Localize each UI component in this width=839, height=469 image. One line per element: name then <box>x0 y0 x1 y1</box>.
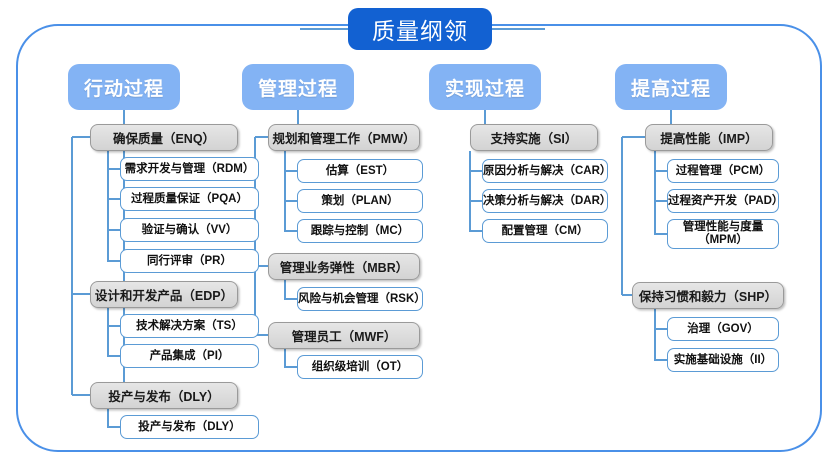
page-title: 质量纲领 <box>348 8 492 50</box>
leaf-ts[interactable]: 技术解决方案（TS） <box>120 314 259 338</box>
leaf-plan[interactable]: 策划（PLAN） <box>297 189 423 213</box>
group-edp[interactable]: 设计和开发产品（EDP） <box>90 281 238 308</box>
leaf-car[interactable]: 原因分析与解决（CAR） <box>482 159 611 183</box>
leaf-dly[interactable]: 投产与发布（DLY） <box>120 415 259 439</box>
leaf-pad[interactable]: 过程资产开发（PAD） <box>667 189 783 213</box>
column-header-action[interactable]: 行动过程 <box>68 64 180 110</box>
leaf-ot[interactable]: 组织级培训（OT） <box>297 355 423 379</box>
group-enq[interactable]: 确保质量（ENQ） <box>90 124 238 151</box>
leaf-ii[interactable]: 实施基础设施（II） <box>667 348 779 372</box>
leaf-gov[interactable]: 治理（GOV） <box>667 317 779 341</box>
leaf-cm[interactable]: 配置管理（CM） <box>482 219 608 243</box>
leaf-mc[interactable]: 跟踪与控制（MC） <box>297 219 423 243</box>
group-pmw[interactable]: 规划和管理工作（PMW） <box>268 124 420 151</box>
group-si[interactable]: 支持实施（SI） <box>470 124 598 151</box>
leaf-pqa[interactable]: 过程质量保证（PQA） <box>120 187 259 211</box>
group-dly[interactable]: 投产与发布（DLY） <box>90 382 238 409</box>
leaf-est[interactable]: 估算（EST） <box>297 159 423 183</box>
group-mbr[interactable]: 管理业务弹性（MBR） <box>268 253 420 280</box>
column-header-implementation[interactable]: 实现过程 <box>429 64 541 110</box>
group-imp[interactable]: 提高性能（IMP） <box>645 124 773 151</box>
leaf-pr[interactable]: 同行评审（PR） <box>120 249 259 273</box>
leaf-pi[interactable]: 产品集成（PI） <box>120 344 259 368</box>
column-header-management[interactable]: 管理过程 <box>242 64 354 110</box>
leaf-rsk[interactable]: 风险与机会管理（RSK） <box>297 287 426 311</box>
leaf-rdm[interactable]: 需求开发与管理（RDM） <box>120 157 259 181</box>
group-shp[interactable]: 保持习惯和毅力（SHP） <box>632 282 784 309</box>
leaf-vv[interactable]: 验证与确认（VV） <box>120 218 259 242</box>
leaf-pcm[interactable]: 过程管理（PCM） <box>667 159 779 183</box>
leaf-mpm[interactable]: 管理性能与度量 （MPM） <box>667 219 779 249</box>
group-mwf[interactable]: 管理员工（MWF） <box>268 322 420 349</box>
leaf-dar[interactable]: 决策分析与解决（DAR） <box>482 189 611 213</box>
column-header-improvement[interactable]: 提高过程 <box>615 64 727 110</box>
